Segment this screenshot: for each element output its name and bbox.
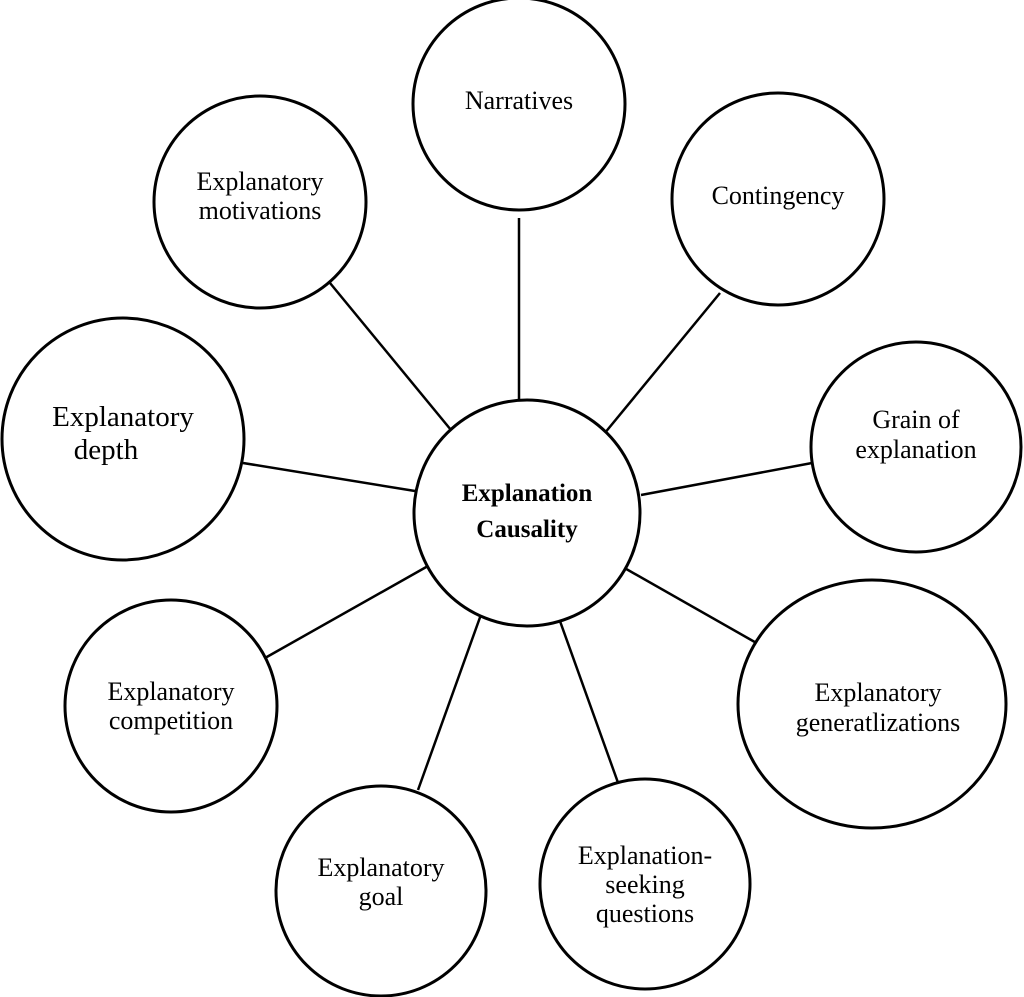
node-circle	[670, 91, 886, 307]
node-label: seeking	[605, 870, 684, 899]
node-circle	[538, 777, 752, 991]
node-circle	[152, 94, 368, 310]
node-explanation-seeking-questions: Explanation- seeking questions	[538, 777, 752, 991]
node-contingency: Contingency	[670, 91, 886, 307]
node-explanatory-motivations: Explanatory motivations	[152, 94, 368, 310]
connector-contingency	[603, 292, 721, 435]
node-circle	[0, 316, 246, 562]
connector-explanatory-motivations	[329, 282, 452, 431]
center-node-label: Causality	[476, 516, 578, 543]
node-ellipse	[736, 578, 1008, 830]
node-label: Contingency	[712, 181, 845, 210]
node-circle	[809, 340, 1023, 554]
center-node: Explanation Causality	[412, 398, 642, 628]
node-circle	[411, 0, 627, 212]
node-circle	[274, 784, 488, 997]
node-grain-of-explanation: Grain of explanation	[809, 340, 1023, 554]
node-explanatory-goal: Explanatory goal	[274, 784, 488, 997]
node-narratives: Narratives	[411, 0, 627, 212]
node-explanatory-competition: Explanatory competition	[63, 598, 279, 814]
connectors	[242, 218, 813, 792]
node-label: Explanation-	[578, 841, 712, 870]
node-label: Explanatory	[196, 167, 323, 196]
node-label: generatlizations	[796, 708, 961, 737]
node-label: goal	[359, 882, 404, 911]
connector-explanatory-generalizations	[620, 564, 761, 647]
node-explanatory-generalizations: Explanatory generatlizations	[736, 578, 1008, 830]
node-label: motivations	[199, 196, 322, 225]
connector-explanation-seeking-questions	[554, 609, 623, 792]
node-label: depth	[74, 434, 139, 466]
node-label: explanation	[855, 435, 976, 464]
node-label: Explanatory	[317, 853, 444, 882]
node-label: Grain of	[872, 405, 960, 434]
connector-explanatory-goal	[416, 608, 485, 791]
node-label: Narratives	[465, 86, 573, 115]
node-label: questions	[596, 899, 694, 928]
node-explanatory-depth: Explanatory depth	[0, 316, 246, 562]
center-node-circle	[412, 398, 642, 628]
center-node-label: Explanation	[462, 480, 593, 507]
node-label: Explanatory	[52, 401, 194, 433]
node-label: competition	[109, 706, 233, 735]
node-circle	[63, 598, 279, 814]
node-label: Explanatory	[107, 677, 234, 706]
node-label: Explanatory	[814, 678, 941, 707]
connector-grain-of-explanation	[640, 461, 813, 497]
connector-explanatory-depth	[242, 461, 416, 493]
connector-explanatory-competition	[264, 564, 429, 660]
